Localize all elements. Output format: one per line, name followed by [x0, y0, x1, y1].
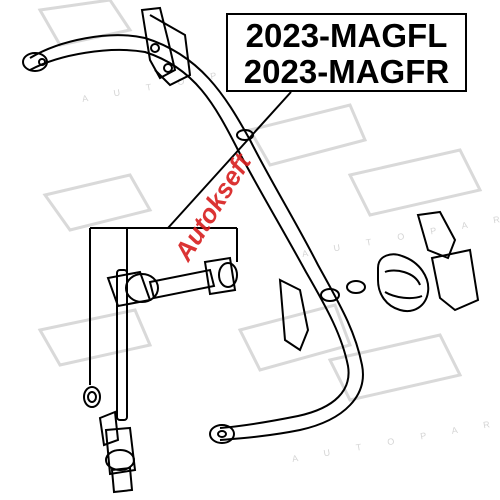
part-number-label: 2023-MAGFL 2023-MAGFR [226, 13, 467, 92]
stabilizer-bar [22, 34, 366, 444]
stabilizer-link [83, 256, 238, 494]
part-number-line1: 2023-MAGFL [245, 17, 448, 54]
bushing-bracket-top [140, 6, 192, 87]
part-number-line2: 2023-MAGFR [243, 53, 450, 90]
bushing-parts [278, 210, 480, 352]
watermark-logos [37, 0, 483, 402]
callout-lines [89, 91, 292, 385]
